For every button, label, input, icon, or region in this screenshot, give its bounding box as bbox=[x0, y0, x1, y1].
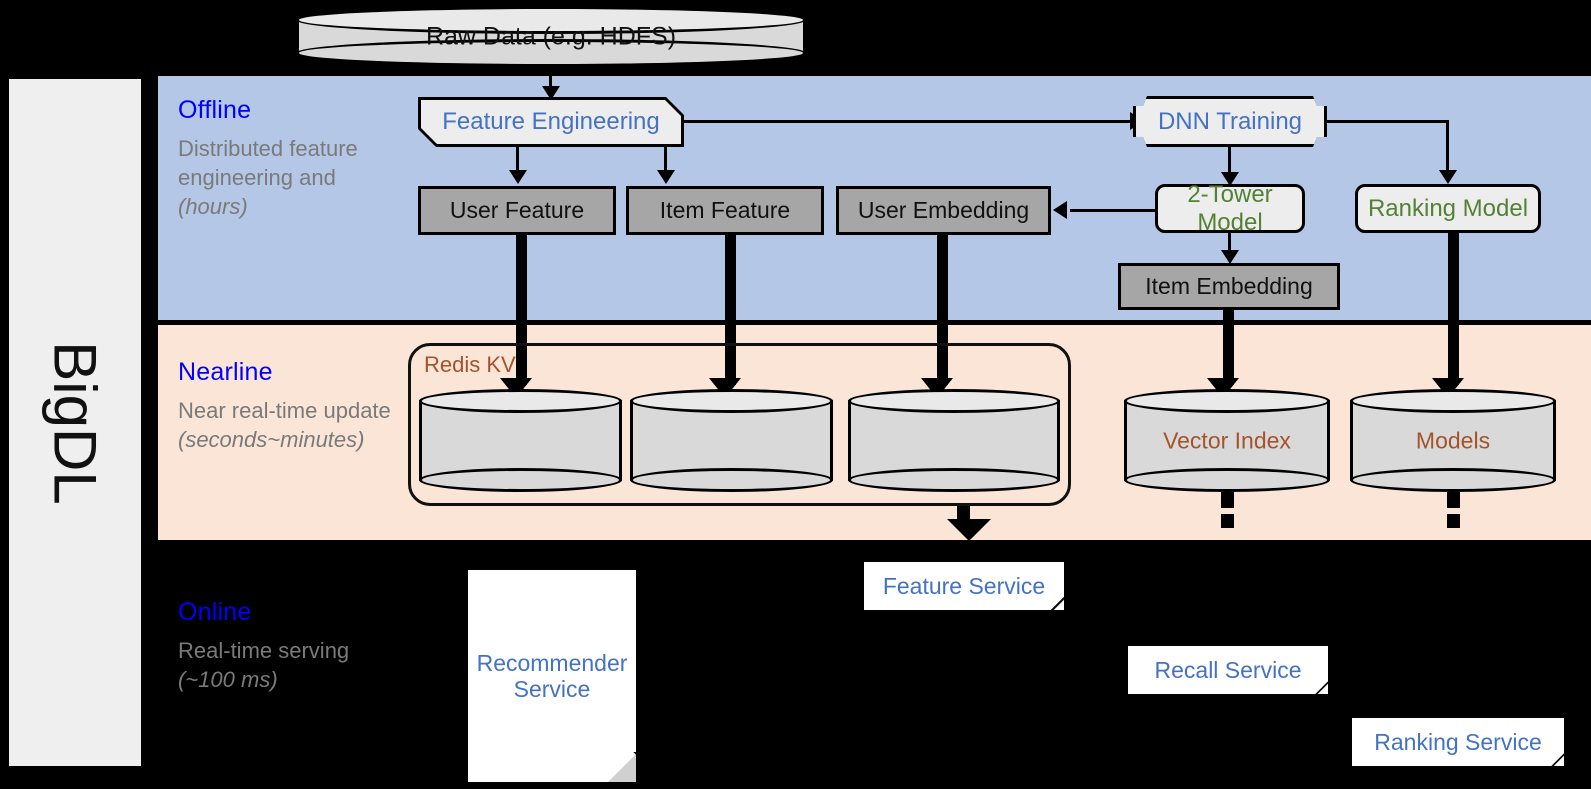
recall-service-label: Recall Service bbox=[1154, 656, 1302, 683]
models-label: Models bbox=[1415, 427, 1491, 453]
connector-fe-itemfeature bbox=[664, 147, 667, 174]
arrowhead-twotower-itememb bbox=[1221, 250, 1239, 264]
feature-service-box[interactable]: Feature Service bbox=[864, 562, 1064, 610]
redis-kv-label: Redis KV bbox=[424, 352, 516, 377]
nearline-subtitle: Near real-time update (seconds~minutes) bbox=[178, 398, 391, 453]
vector-index-cylinder[interactable]: Vector Index bbox=[1124, 389, 1330, 492]
ranking-model-label: Ranking Model bbox=[1367, 194, 1529, 222]
feature-engineering-label: Feature Engineering bbox=[442, 108, 660, 136]
connector-twotower-userembedding bbox=[1070, 209, 1160, 212]
offline-subtitle: Distributed feature engineering and (hou… bbox=[178, 136, 358, 220]
feature-engineering-box[interactable]: Feature Engineering bbox=[418, 97, 684, 147]
ranking-service-box[interactable]: Ranking Service bbox=[1352, 718, 1564, 766]
arrowhead-store-featureservice bbox=[947, 519, 991, 541]
user-embedding-store-cylinder[interactable] bbox=[848, 389, 1060, 492]
nearline-title: Nearline bbox=[178, 358, 273, 386]
raw-data-label: Raw Data (e.g. HDFS) bbox=[425, 22, 677, 50]
offline-band-label: Offline Distributed feature engineering … bbox=[178, 96, 408, 221]
cylinder-top bbox=[296, 6, 806, 34]
recommender-service-label: Recommender Service bbox=[476, 649, 628, 702]
arrowhead-twotower-userembedding bbox=[1053, 201, 1067, 219]
nearline-band-label: Nearline Near real-time update (seconds~… bbox=[178, 358, 408, 454]
connector-vectorindex-recall-2 bbox=[1221, 514, 1234, 528]
connector-itemfeature-store bbox=[725, 235, 736, 385]
dnn-training-box[interactable]: DNN Training bbox=[1133, 96, 1327, 147]
item-feature-box[interactable]: Item Feature bbox=[626, 186, 824, 235]
connector-vectorindex-recall-1 bbox=[1221, 492, 1234, 508]
models-cylinder[interactable]: Models bbox=[1350, 389, 1556, 492]
online-subtitle: Real-time serving (~100 ms) bbox=[178, 638, 350, 693]
item-embedding-label: Item Embedding bbox=[1145, 273, 1313, 300]
connector-dnn-twotower bbox=[1228, 147, 1231, 177]
connector-rankingmodel-models bbox=[1448, 233, 1459, 385]
arrowhead-fe-itemfeature bbox=[657, 170, 675, 184]
user-feature-store-cylinder[interactable] bbox=[419, 389, 622, 492]
sidebar-label: BigDL bbox=[41, 340, 109, 505]
redis-kv-container bbox=[408, 343, 1071, 506]
connector-fe-dnn bbox=[684, 120, 1133, 123]
ranking-model-box[interactable]: Ranking Model bbox=[1355, 184, 1541, 233]
arrowhead-dnn-twotower bbox=[1221, 172, 1239, 186]
recall-service-box[interactable]: Recall Service bbox=[1128, 646, 1328, 694]
arrowhead-rawdata-fe bbox=[542, 86, 560, 100]
bigdl-sidebar: BigDL bbox=[6, 76, 144, 769]
two-tower-model-label: 2-Tower Model bbox=[1187, 180, 1273, 236]
item-embedding-box[interactable]: Item Embedding bbox=[1118, 263, 1340, 310]
item-feature-store-cylinder[interactable] bbox=[630, 389, 833, 492]
user-feature-label: User Feature bbox=[449, 197, 585, 224]
connector-rawdata-fe bbox=[549, 67, 552, 91]
doc-fold-icon bbox=[1315, 681, 1328, 694]
online-band-label: Online Real-time serving (~100 ms) bbox=[178, 598, 408, 694]
vector-index-label: Vector Index bbox=[1163, 427, 1291, 453]
connector-store-featureservice bbox=[957, 506, 970, 522]
arrowhead-dnn-ranking bbox=[1439, 170, 1457, 184]
offline-title: Offline bbox=[178, 96, 252, 124]
connector-models-ranking-2 bbox=[1447, 514, 1460, 528]
arrowhead-fe-userfeature bbox=[509, 170, 527, 184]
connector-dnn-ranking-v bbox=[1446, 120, 1449, 175]
feature-service-label: Feature Service bbox=[882, 572, 1046, 599]
user-embedding-label: User Embedding bbox=[857, 197, 1030, 224]
connector-userembedding-store bbox=[937, 235, 948, 385]
doc-fold-edge-icon bbox=[606, 752, 636, 782]
connector-twotower-itememb bbox=[1228, 233, 1231, 258]
connector-fe-userfeature bbox=[516, 147, 519, 174]
online-title: Online bbox=[178, 598, 252, 626]
connector-userfeature-store bbox=[516, 235, 527, 385]
user-feature-box[interactable]: User Feature bbox=[418, 186, 616, 235]
user-embedding-box[interactable]: User Embedding bbox=[836, 186, 1051, 235]
recommender-service-box[interactable]: Recommender Service bbox=[468, 570, 636, 782]
connector-models-ranking-1 bbox=[1447, 492, 1460, 508]
two-tower-model-box[interactable]: 2-Tower Model bbox=[1155, 180, 1305, 236]
raw-data-cylinder: Raw Data (e.g. HDFS) bbox=[296, 6, 806, 67]
item-feature-label: Item Feature bbox=[659, 197, 791, 224]
connector-dnn-ranking-h bbox=[1327, 120, 1449, 123]
connector-itememb-vectorindex bbox=[1223, 310, 1234, 385]
doc-fold-icon bbox=[1051, 597, 1064, 610]
cylinder-bottom bbox=[296, 39, 806, 67]
doc-fold-icon bbox=[1551, 753, 1564, 766]
dnn-training-label: DNN Training bbox=[1157, 107, 1303, 135]
ranking-service-label: Ranking Service bbox=[1374, 728, 1542, 755]
